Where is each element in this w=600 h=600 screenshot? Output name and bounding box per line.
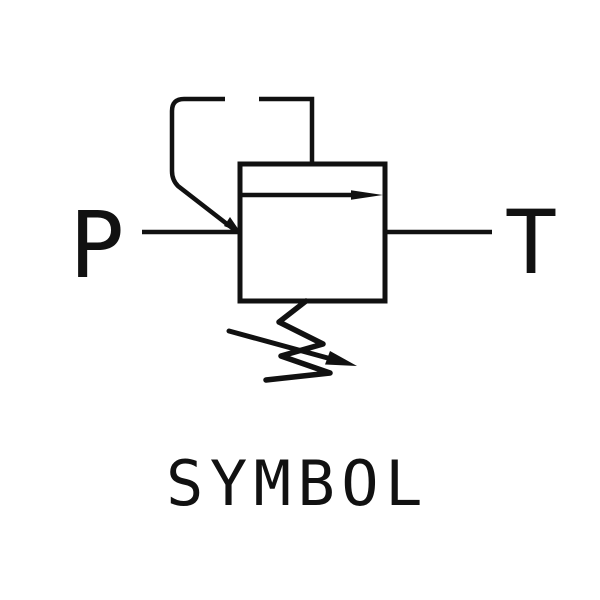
flow-arrowhead-icon [351,190,383,200]
spring-assembly [226,298,357,383]
p-port-label: P [69,192,124,299]
t-port-label: T [505,191,558,294]
pilot-line-right-segment [259,96,315,164]
pilot-line-left-segment [169,96,238,233]
valve-body [237,161,388,304]
pilot-line [169,96,315,233]
adjustment-arrowhead-icon [325,351,357,366]
adjustment-arrow-line [226,328,338,363]
pilot-arrowhead-icon [224,217,241,233]
spring-icon [263,298,333,383]
flow-path-arrow [241,190,383,200]
diagram-caption: SYMBOL [166,447,429,520]
